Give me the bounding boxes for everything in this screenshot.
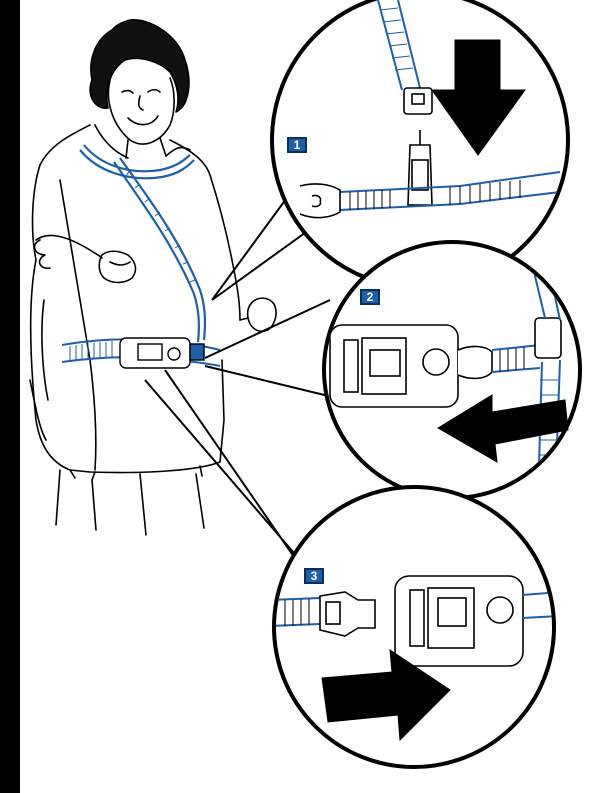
neck-strap-ticks xyxy=(126,170,195,282)
woman-figure xyxy=(30,20,276,535)
leg-left xyxy=(56,470,96,530)
callout-3-lines xyxy=(145,370,310,580)
waist-device xyxy=(120,338,204,368)
step-badge-3: 3 xyxy=(304,568,324,584)
eye-left xyxy=(122,91,133,93)
face xyxy=(108,78,174,144)
jacket-right-shoulder xyxy=(170,140,240,320)
left-hand xyxy=(99,251,135,282)
right-arm xyxy=(240,318,248,320)
eye-right xyxy=(148,90,160,92)
smile xyxy=(128,116,158,125)
nose xyxy=(139,96,143,110)
step-badge-2: 2 xyxy=(360,289,380,305)
neck-strap xyxy=(80,145,205,342)
left-arm-sleeve xyxy=(36,235,102,258)
left-thumb xyxy=(110,262,130,265)
step-badge-1: 1 xyxy=(287,137,307,153)
jacket-inner-line xyxy=(60,180,96,470)
leg-right xyxy=(140,474,204,535)
hair-strand xyxy=(35,240,50,268)
detail-circle-2 xyxy=(324,242,580,500)
detail-circle-3 xyxy=(270,487,560,767)
shirt-fold-1 xyxy=(42,300,48,400)
jacket-collar xyxy=(95,125,190,158)
